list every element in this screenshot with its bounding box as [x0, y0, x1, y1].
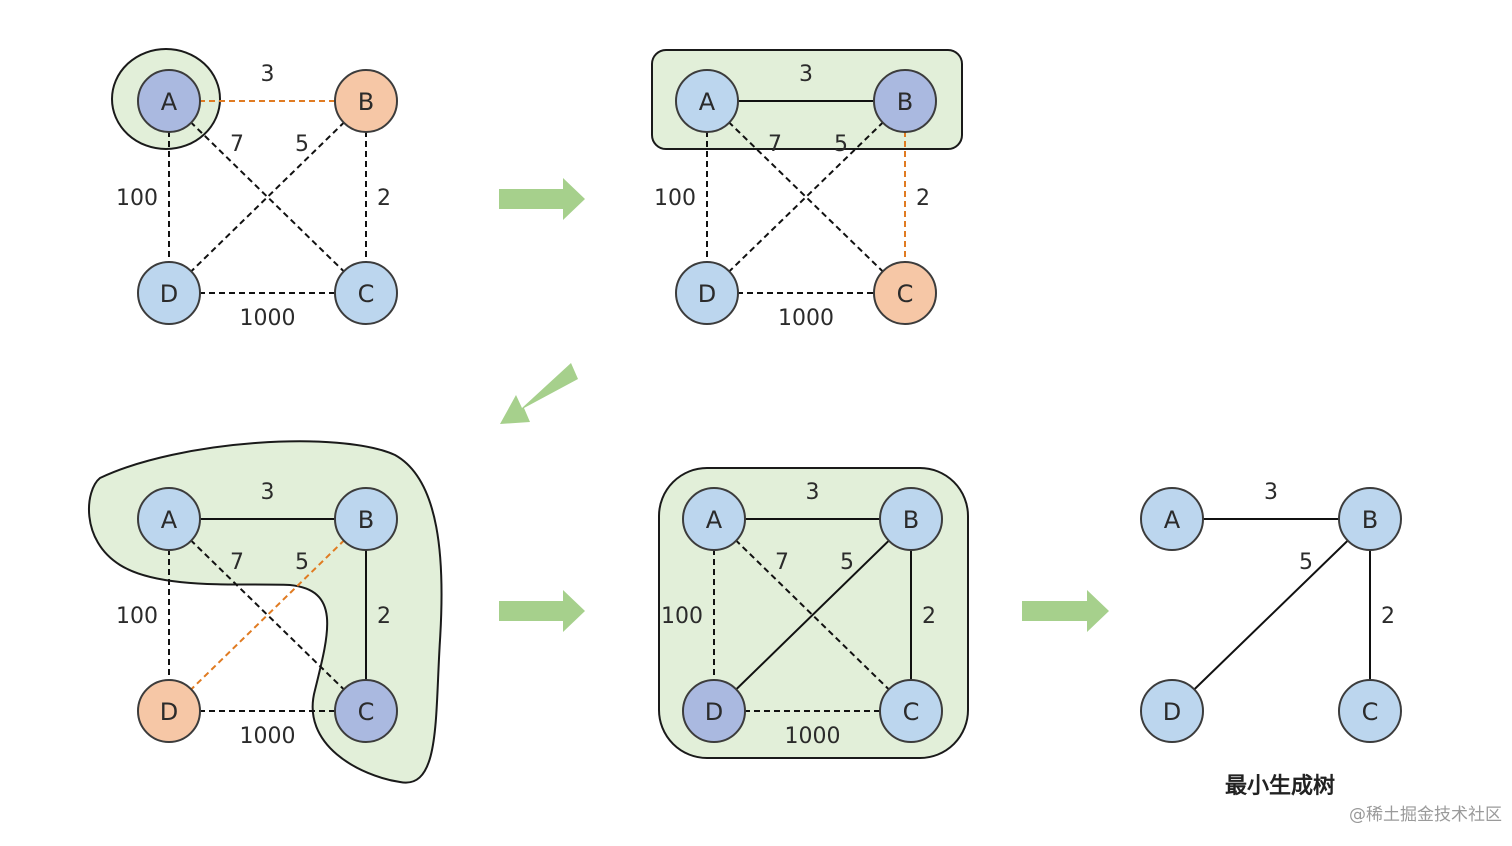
edge-weight-label: 2 [377, 186, 391, 211]
arrow-right-icon [499, 178, 585, 220]
edge-weight-label: 3 [806, 480, 820, 505]
node-label-d: D [705, 698, 723, 726]
step-arrows [499, 178, 1109, 632]
node-label-a: A [1164, 506, 1181, 534]
edge-a-c [168, 518, 367, 712]
node-b [879, 487, 943, 551]
edge-weight-label: 3 [261, 62, 275, 87]
edge-weight-label: 3 [799, 62, 813, 87]
node-b [334, 487, 398, 551]
watermark: @稀土掘金技术社区 [1349, 805, 1502, 825]
edge-weight-label: 1000 [240, 306, 296, 331]
node-label-a: A [161, 506, 178, 534]
node-c [873, 261, 937, 325]
edge-weight-label: 5 [840, 550, 854, 575]
node-d [137, 679, 201, 743]
edge-weight-label: 100 [654, 186, 696, 211]
node-c [334, 261, 398, 325]
edge-weight-label: 1000 [240, 724, 296, 749]
node-label-c: C [897, 280, 914, 308]
edge-a-c [713, 518, 912, 712]
node-a [137, 487, 201, 551]
visited-regions [88, 48, 969, 784]
edge-weight-label: 2 [916, 186, 930, 211]
edge-a-c [706, 100, 906, 294]
node-label-c: C [358, 698, 375, 726]
edge-weight-label: 100 [116, 186, 158, 211]
edge-b-d [713, 518, 912, 712]
edge-b-d [168, 518, 367, 712]
node-a [675, 69, 739, 133]
node-c [879, 679, 943, 743]
node-label-b: B [903, 506, 919, 534]
result-caption: 最小生成树 [1224, 774, 1335, 799]
node-label-a: A [699, 88, 716, 116]
node-b [873, 69, 937, 133]
edge-weight-label: 100 [661, 604, 703, 629]
node-label-b: B [897, 88, 913, 116]
edge-weight-label: 1000 [785, 724, 841, 749]
node-label-b: B [358, 88, 374, 116]
edge-weight-label: 7 [775, 550, 789, 575]
edge-weight-label: 2 [377, 604, 391, 629]
edge-b-d [706, 100, 906, 294]
arrow-down-left-icon [500, 363, 578, 424]
edge-weight-label: 5 [295, 132, 309, 157]
edge-weight-label: 100 [116, 604, 158, 629]
node-label-a: A [161, 88, 178, 116]
edge-weight-label: 7 [230, 132, 244, 157]
node-label-d: D [160, 698, 178, 726]
edge-weight-label: 2 [922, 604, 936, 629]
edge-weight-label: 3 [1264, 480, 1278, 505]
node-d [137, 261, 201, 325]
node-label-b: B [358, 506, 374, 534]
edge-a-c [168, 100, 367, 294]
node-label-c: C [903, 698, 920, 726]
node-a [137, 69, 201, 133]
edge-weight-label: 7 [768, 132, 782, 157]
edge-weight-label: 5 [1299, 550, 1313, 575]
node-b [1338, 487, 1402, 551]
node-c [1338, 679, 1402, 743]
edge-b-d [1171, 518, 1371, 712]
node-label-d: D [1163, 698, 1181, 726]
arrow-right-icon [499, 590, 585, 632]
node-d [675, 261, 739, 325]
edge-weight-label: 2 [1381, 604, 1395, 629]
edge-weight-label: 3 [261, 480, 275, 505]
graph-nodes: A B C D A B C D A B C D A B C D A B C D [137, 69, 1402, 743]
node-d [1140, 679, 1204, 743]
node-d [682, 679, 746, 743]
edge-weight-label: 7 [230, 550, 244, 575]
node-c [334, 679, 398, 743]
node-label-d: D [160, 280, 178, 308]
node-label-d: D [698, 280, 716, 308]
node-label-c: C [358, 280, 375, 308]
node-a [682, 487, 746, 551]
node-b [334, 69, 398, 133]
edge-weight-label: 5 [834, 132, 848, 157]
node-label-c: C [1362, 698, 1379, 726]
edge-weight-label: 1000 [778, 306, 834, 331]
edge-b-d [168, 100, 367, 294]
arrow-right-icon [1022, 590, 1109, 632]
edge-weight-label: 5 [295, 550, 309, 575]
node-label-a: A [706, 506, 723, 534]
edge-weight-labels: 3 7 5 2 100 1000 3 7 5 2 100 1000 3 7 5 2 100 1000 3 7 5 2 100… [116, 62, 1395, 749]
node-label-b: B [1362, 506, 1378, 534]
node-a [1140, 487, 1204, 551]
